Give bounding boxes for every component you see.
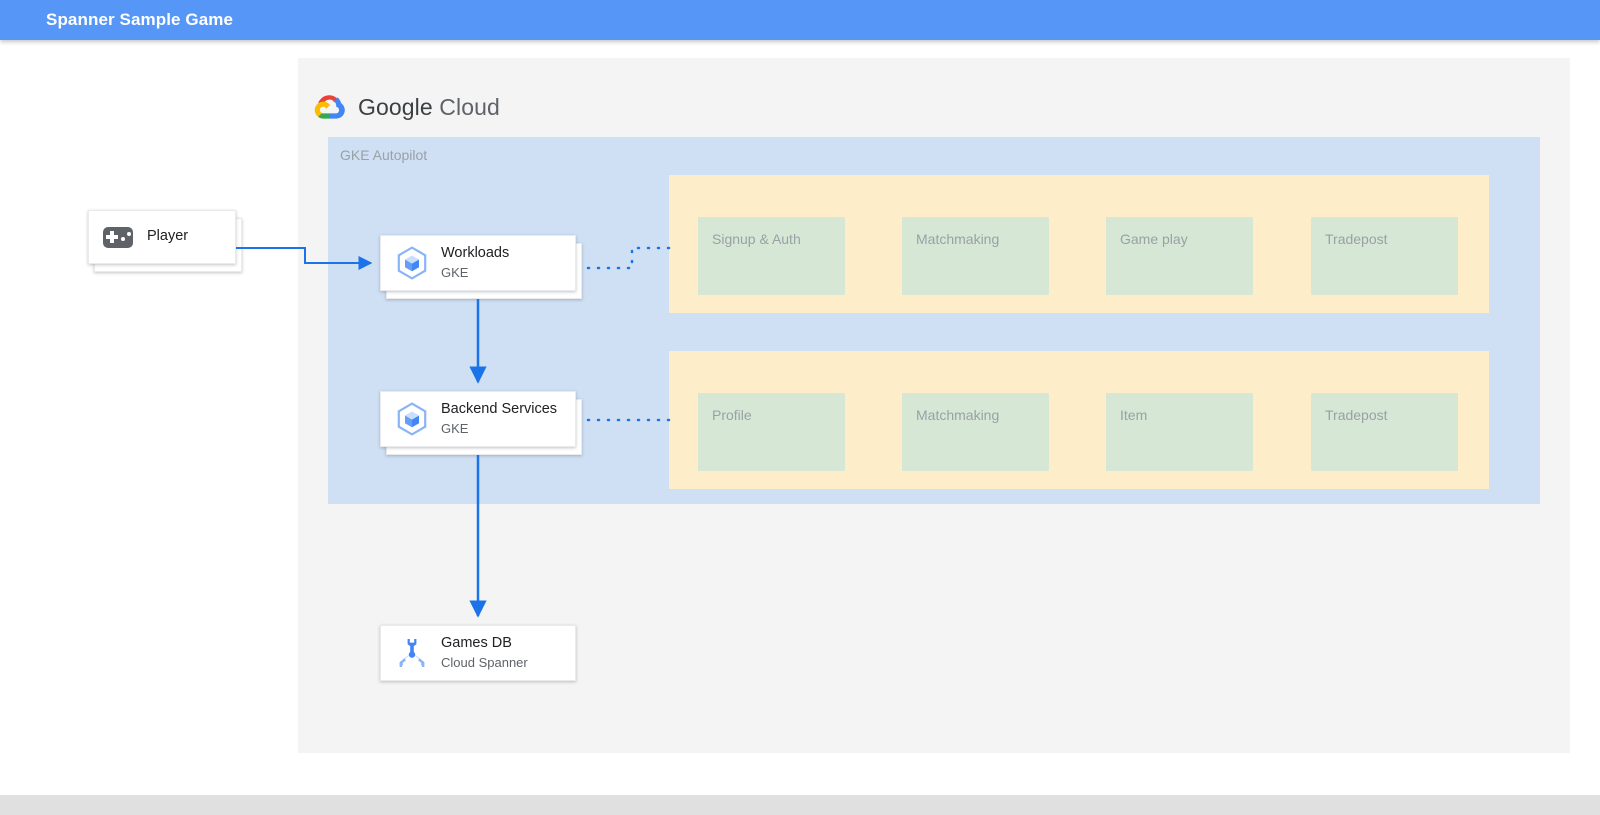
- node-title: Player: [147, 228, 189, 245]
- google-cloud-branding: Google Cloud: [314, 93, 500, 121]
- node-player[interactable]: Player: [88, 210, 242, 272]
- gke-autopilot-region: GKE Autopilot Signup & Auth Matchmaking …: [328, 137, 1540, 504]
- wordmark-cloud: Cloud: [439, 93, 500, 120]
- service-box[interactable]: Game play: [1106, 217, 1253, 295]
- gke-hexagon-cube-icon: [393, 244, 431, 282]
- service-box[interactable]: Matchmaking: [902, 393, 1049, 471]
- service-label: Tradepost: [1325, 407, 1388, 423]
- gke-autopilot-label: GKE Autopilot: [340, 147, 428, 163]
- node-card[interactable]: Backend Services GKE: [380, 391, 576, 447]
- gke-hexagon-cube-icon: [393, 400, 431, 438]
- google-cloud-wordmark: Google Cloud: [358, 94, 500, 121]
- service-label: Signup & Auth: [712, 231, 801, 247]
- page-title: Spanner Sample Game: [46, 10, 234, 29]
- node-subtitle: GKE: [441, 421, 469, 436]
- service-box[interactable]: Tradepost: [1311, 393, 1458, 471]
- node-title: Workloads: [441, 245, 510, 262]
- node-games-db[interactable]: Games DB Cloud Spanner: [380, 625, 576, 681]
- node-title: Games DB: [441, 635, 512, 652]
- node-card[interactable]: Workloads GKE: [380, 235, 576, 291]
- app-header-bar: Spanner Sample Game: [0, 0, 1600, 40]
- service-box[interactable]: Signup & Auth: [698, 217, 845, 295]
- cloud-spanner-icon: [393, 634, 431, 672]
- node-card[interactable]: Player: [88, 210, 236, 264]
- service-box[interactable]: Tradepost: [1311, 217, 1458, 295]
- service-label: Matchmaking: [916, 407, 1000, 423]
- service-label: Game play: [1120, 231, 1188, 247]
- service-box[interactable]: Profile: [698, 393, 845, 471]
- service-box[interactable]: Matchmaking: [902, 217, 1049, 295]
- service-label: Matchmaking: [916, 231, 1000, 247]
- node-subtitle: Cloud Spanner: [441, 655, 528, 670]
- google-cloud-logo-icon: [314, 95, 345, 119]
- node-subtitle: GKE: [441, 265, 469, 280]
- node-backend-services[interactable]: Backend Services GKE: [380, 391, 582, 455]
- service-label: Item: [1120, 407, 1148, 423]
- bottom-status-strip: [0, 795, 1600, 815]
- wordmark-google: Google: [358, 93, 433, 120]
- service-box[interactable]: Item: [1106, 393, 1253, 471]
- backend-service-group: Profile Matchmaking Item Tradepost: [669, 351, 1489, 489]
- node-title: Backend Services: [441, 401, 558, 418]
- service-label: Tradepost: [1325, 231, 1388, 247]
- workloads-service-group: Signup & Auth Matchmaking Game play Trad…: [669, 175, 1489, 313]
- gamepad-icon: [103, 226, 133, 248]
- service-label: Profile: [712, 407, 752, 423]
- node-card[interactable]: Games DB Cloud Spanner: [380, 625, 576, 681]
- node-workloads[interactable]: Workloads GKE: [380, 235, 582, 299]
